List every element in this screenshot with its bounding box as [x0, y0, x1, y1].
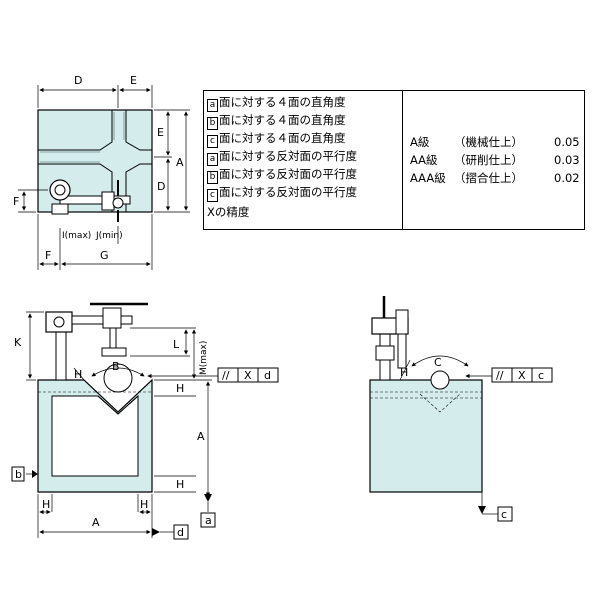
dim-H-right-top: H — [176, 382, 184, 395]
spec-ref-box: b — [207, 117, 218, 130]
dim-I-max: I(max) — [62, 231, 91, 241]
dim-A-bottom: A — [92, 516, 100, 529]
grade-value: 0.03 — [554, 153, 580, 167]
spec-ref-box: c — [207, 189, 218, 202]
grade-name: A級 — [410, 135, 430, 149]
front-workpiece — [103, 363, 133, 393]
dim-E-top: E — [130, 74, 137, 87]
datum-c-label: c — [501, 508, 507, 521]
dim-F-bottom: F — [45, 249, 51, 262]
dim-L: L — [173, 338, 180, 351]
dim-H-bottom-right: H — [140, 498, 148, 511]
dim-J-min: J(min) — [95, 231, 123, 241]
spec-ref-box: b — [207, 171, 218, 184]
dim-F-left: F — [13, 195, 19, 208]
spec-ref-box: c — [207, 135, 218, 148]
side-view-body — [369, 379, 483, 493]
dim-H-side: H — [400, 366, 408, 379]
datum-b-label: b — [15, 468, 22, 481]
top-clamp-knob — [49, 179, 71, 201]
top-view: D E E D A F I(max) J(min) F G — [13, 74, 190, 270]
dim-G-bottom: G — [100, 249, 109, 262]
front-view: K L M(max) H A H H B // X d b — [11, 302, 279, 540]
dim-M-max: M(max) — [199, 341, 209, 375]
grade-finish: （研削仕上） — [454, 153, 523, 167]
grade-finish: （機械仕上） — [454, 135, 523, 149]
dim-A-side: A — [176, 156, 184, 169]
fcf-side-value: X — [518, 369, 526, 382]
datum-a-label: a — [205, 514, 212, 527]
dim-H-bottom-left: H — [42, 498, 50, 511]
fcf-front-datum: d — [264, 369, 271, 382]
spec-ref-box: a — [207, 153, 218, 166]
datum-d — [173, 524, 189, 540]
dim-H-angled: H — [74, 368, 82, 381]
dim-H-right-bottom: H — [176, 478, 184, 491]
fcf-front — [217, 367, 279, 383]
side-view: H C // X c c — [369, 296, 553, 522]
fcf-front-value: X — [244, 369, 252, 382]
grade-value: 0.02 — [554, 171, 580, 185]
spec-row-text: 面に対する４面の直角度 — [219, 113, 346, 127]
fcf-side-datum: c — [538, 369, 544, 382]
datum-a — [200, 512, 216, 528]
spec-row-text: 面に対する４面の直角度 — [219, 131, 346, 145]
spec-row-text: 面に対する４面の直角度 — [219, 95, 346, 109]
grade-finish: （摺合仕上） — [454, 171, 523, 185]
spec-row-precision: Xの精度 — [207, 205, 250, 219]
spec-row-text: 面に対する反対面の平行度 — [219, 185, 357, 199]
grade-value: 0.05 — [554, 135, 580, 149]
datum-c — [497, 506, 513, 522]
dim-A-front: A — [197, 430, 205, 443]
dim-D-top: D — [74, 74, 82, 87]
dim-B: B — [112, 360, 120, 373]
spec-row-text: 面に対する反対面の平行度 — [219, 149, 357, 163]
dim-K: K — [14, 336, 22, 349]
spec-row-text: 面に対する反対面の平行度 — [219, 167, 357, 181]
dim-D-side: D — [157, 180, 165, 193]
datum-b — [11, 466, 25, 482]
side-workpiece — [430, 370, 450, 390]
dim-E-side: E — [157, 126, 164, 139]
grade-name: AA級 — [410, 153, 438, 167]
fcf-front-symbol: // — [222, 369, 230, 382]
spec-ref-box: a — [207, 99, 218, 112]
top-view-grooves — [38, 110, 152, 212]
fcf-side-symbol: // — [496, 369, 504, 382]
fcf-side — [491, 367, 553, 383]
datum-d-label: d — [177, 526, 184, 539]
grade-name: AAA級 — [410, 171, 446, 185]
dim-C: C — [434, 356, 442, 369]
